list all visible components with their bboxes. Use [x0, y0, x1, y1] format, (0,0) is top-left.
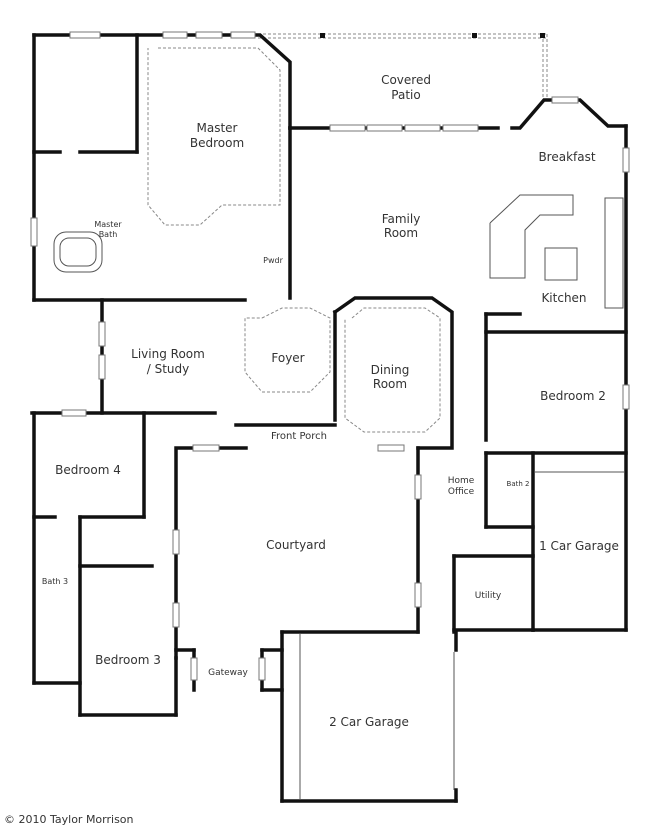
label-utility: Utility — [475, 591, 502, 601]
svg-text:Bath: Bath — [99, 230, 118, 239]
label-covered-patio: Covered — [381, 73, 431, 87]
label-one-car-garage: 1 Car Garage — [539, 539, 619, 553]
svg-text:/ Study: / Study — [147, 362, 190, 376]
label-bath-2: Bath 2 — [507, 480, 530, 488]
svg-text:Courtyard: Courtyard — [266, 538, 326, 552]
interior-lines — [53, 47, 624, 800]
svg-text:Master: Master — [94, 220, 122, 229]
svg-text:Bedroom 4: Bedroom 4 — [55, 463, 121, 477]
label-pwdr: Pwdr — [263, 256, 283, 265]
label-two-car-garage: 2 Car Garage — [329, 715, 409, 729]
svg-text:Foyer: Foyer — [271, 351, 304, 365]
svg-text:Room: Room — [373, 377, 407, 391]
svg-text:Room: Room — [384, 226, 418, 240]
svg-text:Master: Master — [197, 121, 238, 135]
label-bath-3: Bath 3 — [42, 577, 68, 586]
svg-text:Office: Office — [448, 487, 475, 497]
svg-text:Home: Home — [448, 476, 475, 486]
label-family-room: Family — [382, 212, 421, 226]
label-master-bath: Master — [94, 220, 122, 229]
svg-text:Patio: Patio — [391, 88, 420, 102]
svg-text:Covered: Covered — [381, 73, 431, 87]
walls — [30, 33, 628, 803]
label-dining-room: Dining — [371, 363, 410, 377]
label-home-office: Home — [448, 476, 475, 486]
svg-text:Family: Family — [382, 212, 421, 226]
label-courtyard: Courtyard — [266, 538, 326, 552]
svg-text:Bedroom: Bedroom — [190, 136, 244, 150]
svg-text:Front Porch: Front Porch — [271, 431, 327, 442]
svg-text:Bedroom 3: Bedroom 3 — [95, 653, 161, 667]
svg-text:Kitchen: Kitchen — [541, 291, 586, 305]
label-breakfast: Breakfast — [538, 150, 595, 164]
label-living-room: Living Room — [131, 347, 205, 361]
svg-text:Utility: Utility — [475, 591, 502, 601]
copyright-text: © 2010 Taylor Morrison — [4, 813, 134, 826]
svg-text:Living Room: Living Room — [131, 347, 205, 361]
label-kitchen: Kitchen — [541, 291, 586, 305]
svg-text:2 Car Garage: 2 Car Garage — [329, 715, 409, 729]
room-labels: Covered Patio Master Bedroom Master Bath… — [42, 73, 619, 729]
svg-text:Breakfast: Breakfast — [538, 150, 595, 164]
windows — [30, 31, 630, 681]
svg-text:1 Car Garage: 1 Car Garage — [539, 539, 619, 553]
label-front-porch: Front Porch — [271, 431, 327, 442]
svg-text:Pwdr: Pwdr — [263, 256, 283, 265]
svg-text:Bath 3: Bath 3 — [42, 577, 68, 586]
label-master-bedroom: Master — [197, 121, 238, 135]
svg-text:Bedroom 2: Bedroom 2 — [540, 389, 606, 403]
svg-text:Dining: Dining — [371, 363, 410, 377]
label-bedroom-3: Bedroom 3 — [95, 653, 161, 667]
covered-patio-outline — [258, 33, 548, 100]
label-foyer: Foyer — [271, 351, 304, 365]
label-bedroom-2: Bedroom 2 — [540, 389, 606, 403]
svg-text:Gateway: Gateway — [208, 668, 248, 678]
label-bedroom-4: Bedroom 4 — [55, 463, 121, 477]
label-gateway: Gateway — [208, 668, 248, 678]
svg-text:Bath 2: Bath 2 — [507, 480, 530, 488]
